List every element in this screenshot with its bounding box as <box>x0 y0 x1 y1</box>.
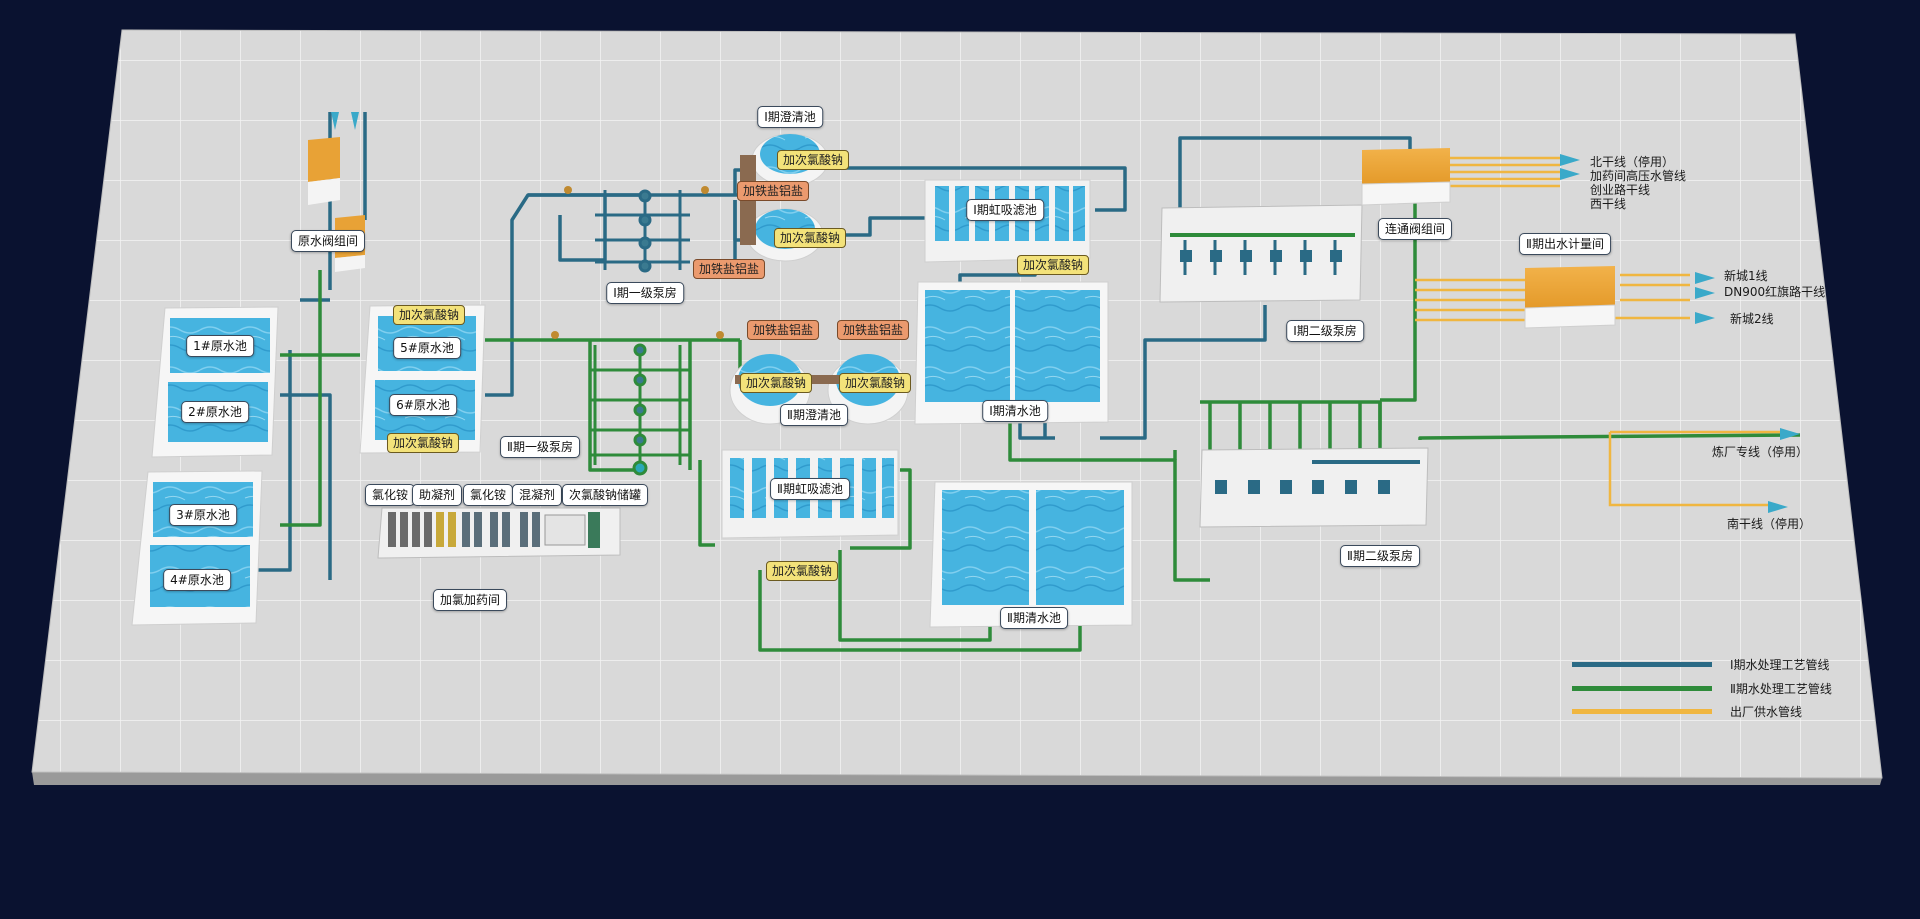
valve-group-label[interactable]: 连通阀组间 <box>1377 218 1453 240</box>
dosing-room-label[interactable]: 加氯加药间 <box>432 589 508 611</box>
p2-filter-naclo-tag[interactable]: 加次氯酸钠 <box>765 561 839 581</box>
legend-label-supply: 出厂供水管线 <box>1730 705 1803 719</box>
valve-group-building[interactable] <box>1361 148 1451 206</box>
legend-swatch-phase2 <box>1572 686 1712 691</box>
p2-meter-building[interactable] <box>1524 266 1616 329</box>
p1-clear-pool[interactable] <box>914 281 1109 425</box>
p2-clarifier-pac-tag-1[interactable]: 加铁盐铝盐 <box>746 320 820 340</box>
raw-valve-house-label[interactable]: 原水阀组间 <box>290 230 366 252</box>
dosing-nh4cl-label-2[interactable]: 氯化铵 <box>462 484 514 506</box>
outlet-arrows <box>331 112 1800 513</box>
p2-clarifier-pac-tag-2[interactable]: 加铁盐铝盐 <box>836 320 910 340</box>
raw-pool-5-naclo-tag[interactable]: 加次氯酸钠 <box>392 305 466 325</box>
raw-pool-3-label[interactable]: 3#原水池 <box>169 504 237 526</box>
p1-clarifier-naclo-tag-1[interactable]: 加次氯酸钠 <box>776 150 850 170</box>
p2-pump1-station[interactable] <box>551 331 724 476</box>
dosing-room-building[interactable] <box>377 507 621 559</box>
outlet-dosing-hp[interactable]: 加药间高压水管线 <box>1590 169 1687 183</box>
p1-clear-pool-label[interactable]: Ⅰ期清水池 <box>982 400 1048 422</box>
outlet-south[interactable]: 南干线（停用） <box>1727 517 1812 531</box>
p2-clarifier-naclo-tag-1[interactable]: 加次氯酸钠 <box>739 373 813 393</box>
outlet-xincheng2[interactable]: 新城2线 <box>1730 312 1774 326</box>
p2-siphon-filter[interactable] <box>721 449 899 539</box>
raw-pool-1-2 <box>151 306 279 458</box>
p2-pump1-label[interactable]: Ⅱ期一级泵房 <box>500 436 580 458</box>
raw-pool-5-label[interactable]: 5#原水池 <box>393 337 461 359</box>
p2-clear-pool[interactable] <box>929 481 1133 628</box>
outlet-xincheng1[interactable]: 新城1线 <box>1724 269 1768 283</box>
p1-clarifier-pac-tag-2[interactable]: 加铁盐铝盐 <box>692 259 766 279</box>
p1-pump2-label[interactable]: Ⅰ期二级泵房 <box>1286 320 1364 342</box>
dosing-coagulant-label[interactable]: 混凝剂 <box>511 484 563 506</box>
p1-filter-naclo-tag[interactable]: 加次氯酸钠 <box>1016 255 1090 275</box>
outlet-dn900[interactable]: DN900红旗路干线 <box>1724 285 1826 299</box>
p2-clear-pool-label[interactable]: Ⅱ期清水池 <box>1000 607 1068 629</box>
raw-pool-3-4 <box>131 470 263 626</box>
supply-pipes <box>1415 156 1780 507</box>
dosing-naclo-tank-label[interactable]: 次氯酸钠储罐 <box>561 484 649 506</box>
raw-pool-6-label[interactable]: 6#原水池 <box>389 394 457 416</box>
raw-pool-5-6 <box>359 304 486 454</box>
p1-clarifier-label[interactable]: Ⅰ期澄清池 <box>757 106 823 128</box>
p1-pump1-station[interactable] <box>564 186 709 273</box>
p2-clarifier-naclo-tag-2[interactable]: 加次氯酸钠 <box>838 373 912 393</box>
p1-clarifier-pac-tag-1[interactable]: 加铁盐铝盐 <box>736 181 810 201</box>
p2-pump2-label[interactable]: Ⅱ期二级泵房 <box>1340 545 1420 567</box>
p2-clarifier-label[interactable]: Ⅱ期澄清池 <box>780 404 848 426</box>
phase2-pipes <box>280 200 1801 652</box>
outlet-west[interactable]: 西干线 <box>1590 197 1627 211</box>
phase1-pipes <box>250 112 1412 580</box>
p1-filter-label[interactable]: Ⅰ期虹吸滤池 <box>966 199 1044 221</box>
raw-pool-6-naclo-tag[interactable]: 加次氯酸钠 <box>386 433 460 453</box>
p1-pump2-station[interactable] <box>1159 204 1363 303</box>
legend-swatch-supply <box>1572 709 1712 714</box>
dosing-coagulant-aid-label[interactable]: 助凝剂 <box>411 484 463 506</box>
legend-swatch-phase1 <box>1572 662 1712 667</box>
dosing-nh4cl-label-1[interactable]: 氯化铵 <box>364 484 416 506</box>
p2-meter-label[interactable]: Ⅱ期出水计量间 <box>1519 233 1611 255</box>
p1-pump1-label[interactable]: Ⅰ期一级泵房 <box>606 282 684 304</box>
legend-label-phase1: Ⅰ期水处理工艺管线 <box>1730 658 1830 672</box>
p2-pump2-station[interactable] <box>1199 447 1429 528</box>
raw-pool-1-label[interactable]: 1#原水池 <box>186 335 254 357</box>
outlet-north[interactable]: 北干线（停用） <box>1590 155 1675 169</box>
p1-siphon-filter[interactable] <box>924 179 1091 263</box>
outlet-refinery[interactable]: 炼厂专线（停用） <box>1712 445 1809 459</box>
raw-pool-4-label[interactable]: 4#原水池 <box>163 569 231 591</box>
legend-label-phase2: Ⅱ期水处理工艺管线 <box>1730 682 1832 696</box>
raw-pool-2-label[interactable]: 2#原水池 <box>181 401 249 423</box>
p1-clarifier-naclo-tag-2[interactable]: 加次氯酸钠 <box>773 228 847 248</box>
p2-filter-label[interactable]: Ⅱ期虹吸滤池 <box>770 478 850 500</box>
outlet-chuangye[interactable]: 创业路干线 <box>1590 183 1651 197</box>
